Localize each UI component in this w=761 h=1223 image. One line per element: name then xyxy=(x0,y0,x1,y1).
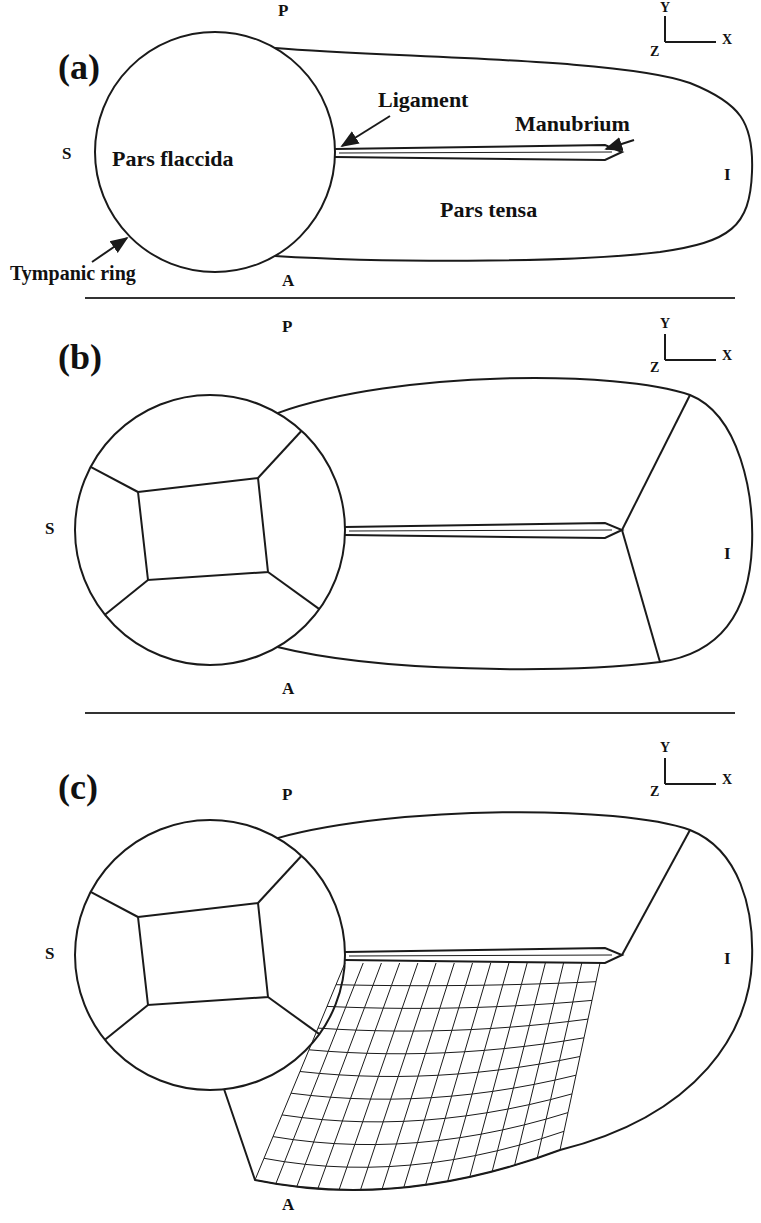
part-name: Pars tensa xyxy=(440,198,537,222)
axis-line xyxy=(664,758,666,784)
pars-flaccida-outline xyxy=(95,32,335,272)
manubrium-axis xyxy=(339,152,612,153)
leader-arrow xyxy=(342,116,390,146)
axis-label: X xyxy=(722,32,732,47)
direction-letter: A xyxy=(282,272,294,291)
direction-letter: S xyxy=(62,145,71,164)
axis-label: Y xyxy=(660,316,670,331)
zone-boundary xyxy=(105,580,148,615)
direction-letter: S xyxy=(45,945,54,964)
zone-boundary xyxy=(622,530,660,662)
axis-label: Y xyxy=(660,740,670,755)
manubrium-shape xyxy=(345,948,622,963)
manubrium-shape xyxy=(345,523,622,538)
direction-letter: P xyxy=(282,786,292,805)
zone-boundary xyxy=(91,892,138,917)
quadrilateral-mesh xyxy=(255,963,600,1190)
pars-tensa-outline xyxy=(275,48,752,261)
zone-boundary xyxy=(622,395,690,530)
pars-tensa-outline xyxy=(278,378,753,669)
part-name: Ligament xyxy=(378,88,468,112)
leader-arrow xyxy=(606,140,634,149)
axis-label: Y xyxy=(660,0,670,15)
zone-boundary xyxy=(105,1005,148,1040)
direction-letter: I xyxy=(724,545,731,564)
part-name: Tympanic ring xyxy=(10,262,136,284)
zone-boundary xyxy=(91,467,138,492)
axis-label: Z xyxy=(650,360,659,375)
part-name: Pars flaccida xyxy=(112,147,234,171)
panel-letter: (c) xyxy=(58,768,98,808)
direction-letter: P xyxy=(282,318,292,337)
pars-flaccida-outline xyxy=(75,820,345,1090)
axis-line xyxy=(664,16,666,42)
direction-letter: A xyxy=(282,1196,294,1215)
zone-boundary xyxy=(268,997,319,1034)
axis-line xyxy=(665,783,716,785)
panel-separator xyxy=(85,297,735,299)
direction-letter: P xyxy=(278,2,288,21)
direction-letter: A xyxy=(282,680,294,699)
zone-boundary xyxy=(138,903,268,1005)
manubrium-shape xyxy=(335,145,622,160)
axis-line xyxy=(665,359,716,361)
panel-letter: (b) xyxy=(58,338,102,378)
zone-boundary xyxy=(622,830,690,955)
direction-letter: S xyxy=(45,520,54,539)
pars-flaccida-outline xyxy=(75,395,345,665)
zone-boundary xyxy=(138,478,268,580)
axis-label: X xyxy=(722,772,732,787)
zone-boundary xyxy=(268,572,319,609)
panel-letter: (a) xyxy=(58,48,100,88)
pars-tensa-outline xyxy=(224,812,752,1190)
axis-label: X xyxy=(722,348,732,363)
zone-boundary xyxy=(258,431,302,478)
axis-label: Z xyxy=(650,784,659,799)
direction-letter: I xyxy=(724,166,731,185)
panel-separator xyxy=(85,712,735,714)
zone-boundary xyxy=(258,856,302,903)
part-name: Manubrium xyxy=(515,112,630,136)
axis-line xyxy=(664,334,666,360)
axis-line xyxy=(665,41,716,43)
leader-arrow xyxy=(92,238,127,262)
manubrium-axis xyxy=(349,530,612,531)
axis-label: Z xyxy=(650,44,659,59)
manubrium-axis xyxy=(349,955,612,956)
direction-letter: I xyxy=(724,950,731,969)
